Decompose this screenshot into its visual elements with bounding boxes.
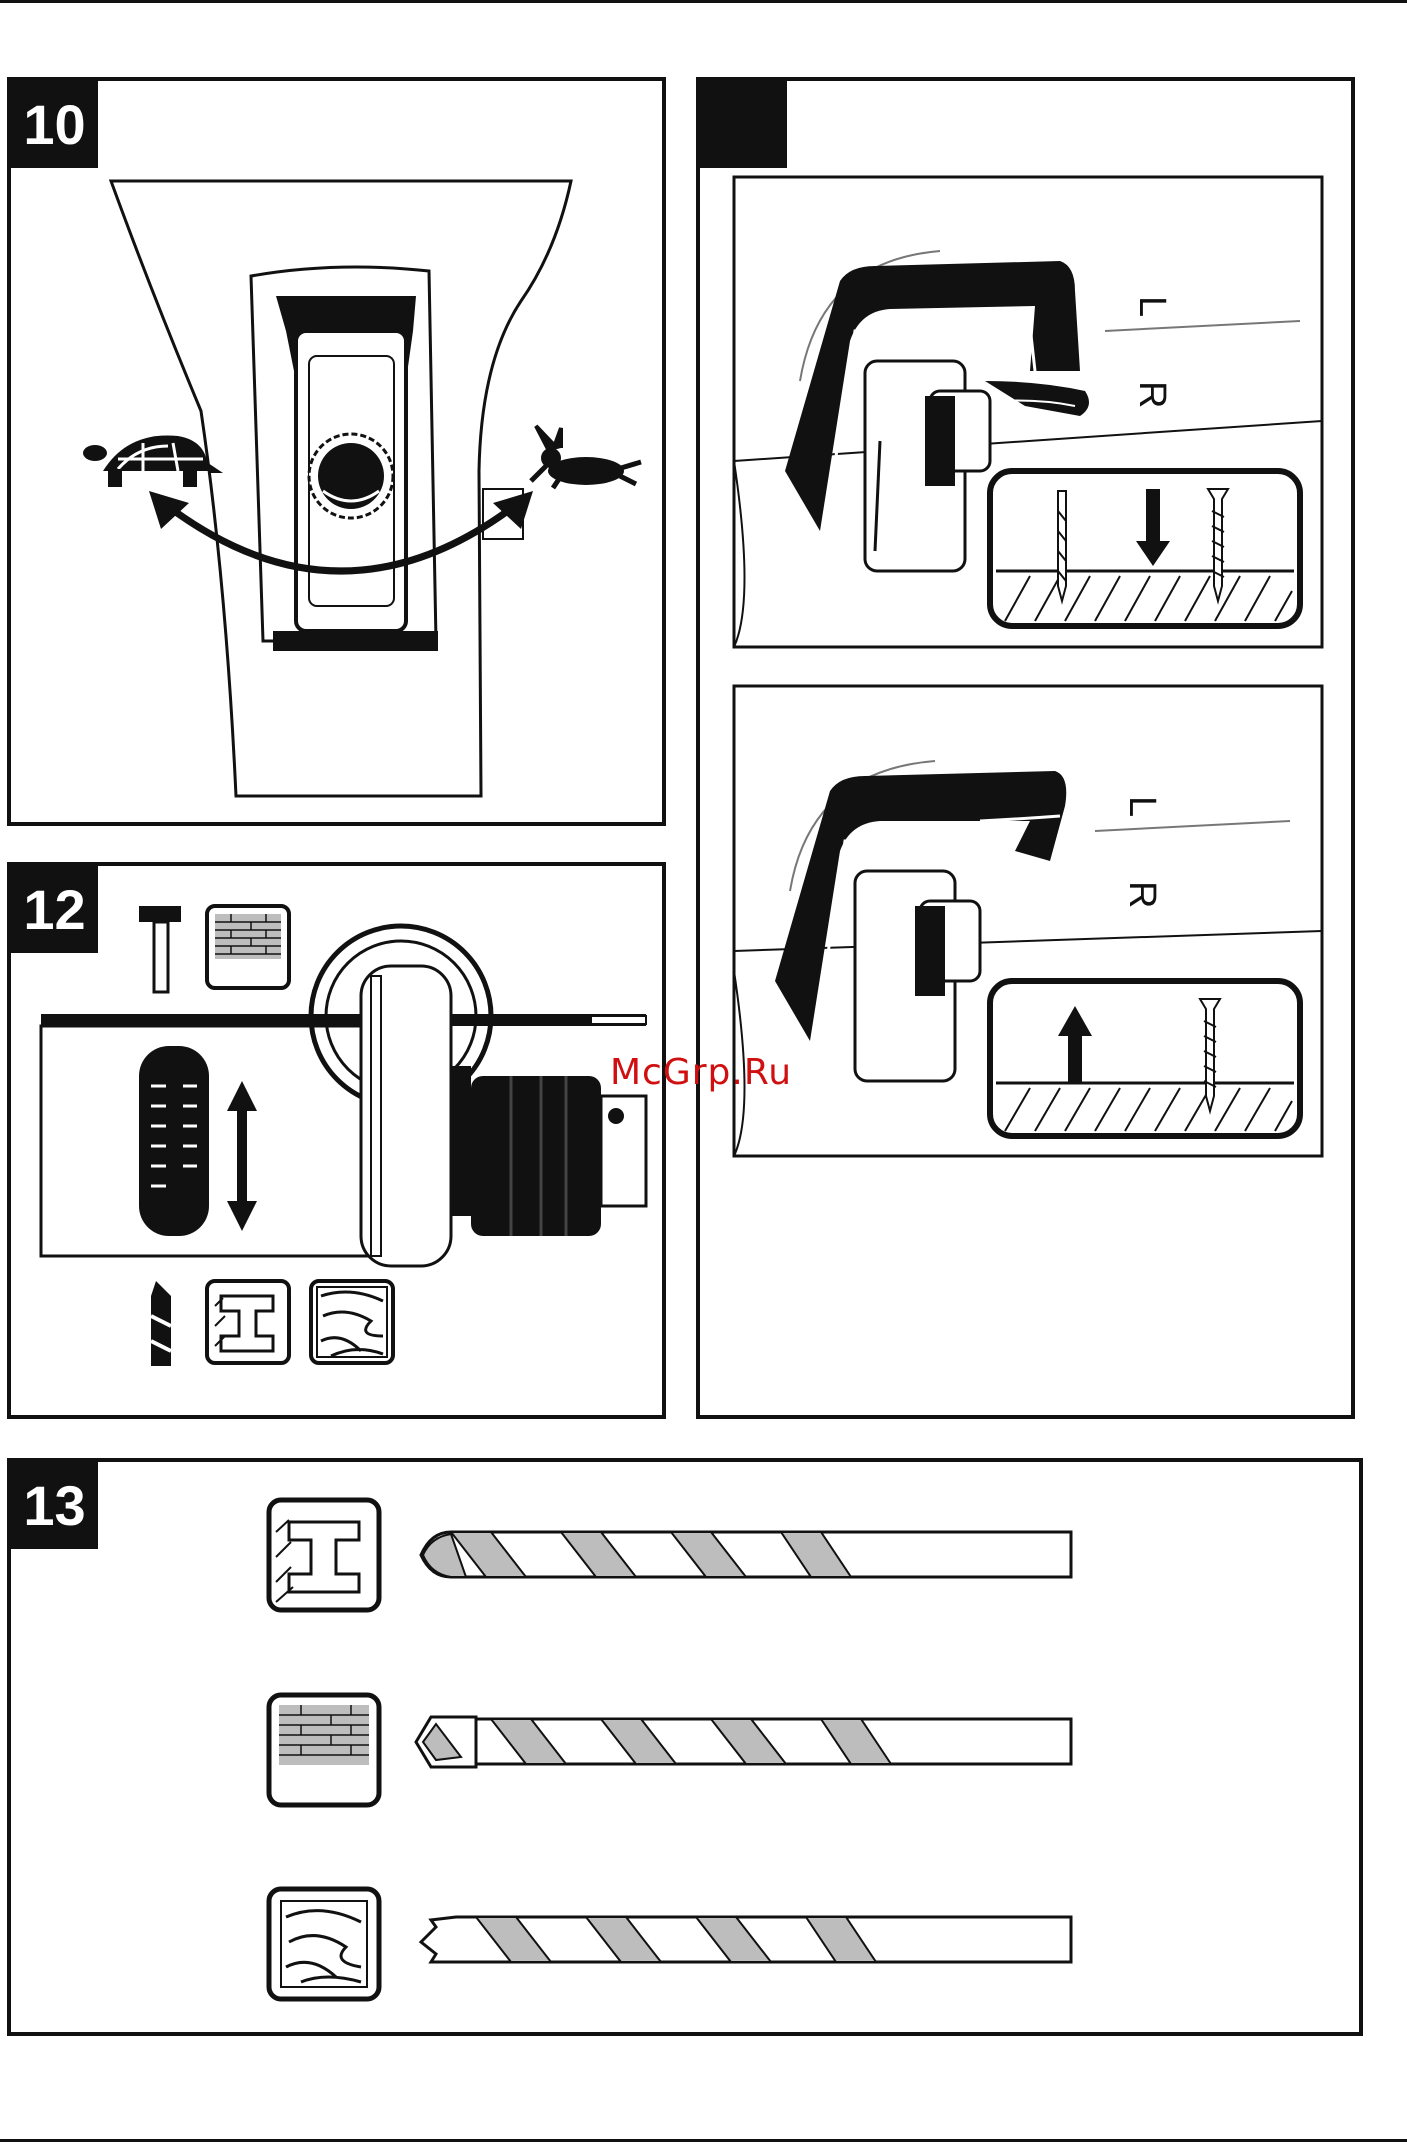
direction-label-r: R [1131,381,1173,408]
hare-icon [531,426,641,488]
brick-icon-large [269,1695,379,1805]
reverse-rotation-figure: L R [734,686,1322,1156]
mode-selector-illustration [11,866,662,1415]
drilling-inset [990,471,1300,626]
hammer-icon [139,906,181,992]
drill-bit-icon [151,1281,171,1366]
drill-bits-illustration [11,1462,1359,2032]
wood-icon-large [269,1889,379,1999]
turtle-icon [83,435,223,487]
direction-switch-illustration: L R [700,81,1351,1415]
metal-bit-row [269,1500,1071,1610]
steel-beam-icon [207,1281,289,1363]
direction-label-l-reverse: L [1121,796,1163,817]
speed-dial-illustration [11,81,662,822]
drill-bit-small-icon [1058,491,1066,601]
unscrewing-inset [990,981,1300,1136]
wood-bit-row [269,1889,1071,1999]
masonry-drill-bit [416,1717,1071,1767]
direction-label-l: L [1131,296,1173,317]
forward-rotation-figure: L R [734,177,1322,647]
panel-12-mode-selector: 12 [7,862,666,1419]
metal-drill-bit [421,1532,1071,1577]
wood-icon [311,1281,393,1363]
wood-drill-bit [421,1917,1071,1962]
steel-beam-icon-large [269,1500,379,1610]
panel-11-direction-switch: L R [696,77,1355,1419]
watermark: McGrp.Ru [610,1052,792,1093]
panel-13-drill-bits: 13 [7,1458,1363,2036]
top-rule [0,0,1407,3]
masonry-bit-row [269,1695,1071,1805]
panel-10-speed-control: 10 [7,77,666,826]
bottom-rule [0,2139,1407,2142]
direction-label-r-reverse: R [1121,881,1163,908]
speed-dial-knob [309,434,393,518]
mode-selector-slider [139,1046,209,1236]
brick-icon [207,906,289,988]
